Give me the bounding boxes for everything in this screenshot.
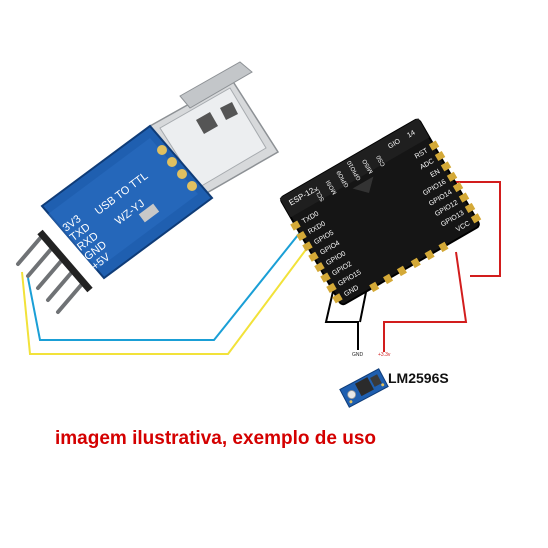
esp-pin-top: CS0 [376,153,387,167]
lm2596s-module [339,368,389,408]
esp-right-top-number: 14 [406,129,416,139]
wire-yellow [21,211,335,355]
caption: imagem ilustrativa, exemplo de uso [55,428,376,449]
esp-pin-right: EN [429,168,441,179]
usb-header-pins [16,234,84,314]
header-plastic [37,229,93,293]
usb-ttl-adapter: 3V3 TXD RXD GND +5V USB TO TTL WZ-YJ [16,61,280,314]
gnd-label: GND [352,352,364,358]
vout-label: +3.3v [378,352,391,358]
wire-blue [27,204,323,341]
usb-pcb [40,124,214,280]
wire-red-vcc [383,251,468,352]
esp12-module: ESP-12 GIO 14 TXD0 RXD0 GPIO5 GPIO4 GPIO… [279,118,482,306]
lm2596s-label: LM2596S [388,370,449,386]
